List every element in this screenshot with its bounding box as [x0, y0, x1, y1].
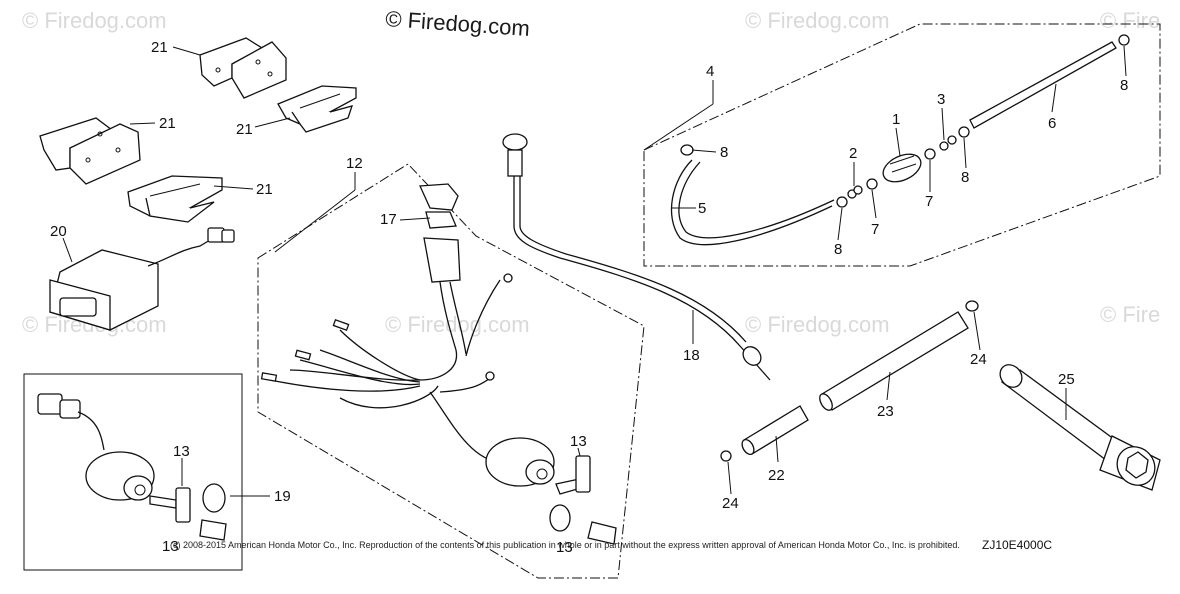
callout-13: 13: [556, 539, 573, 556]
socket-wrench-25: [999, 364, 1161, 491]
watermark: © Fire: [1100, 8, 1160, 33]
callout-20: 20: [50, 223, 67, 240]
callout-25: 25: [1058, 371, 1075, 388]
callout-13: 13: [162, 538, 179, 555]
cable-18: [502, 133, 771, 381]
callout-8: 8: [720, 144, 728, 161]
clip-8: [1118, 34, 1130, 46]
callout-21: 21: [159, 115, 176, 132]
fuel-line-group-boundary: [643, 23, 1161, 267]
clip-8: [958, 126, 970, 138]
watermark: © Firedog.com: [745, 312, 890, 337]
callout-5: 5: [698, 200, 706, 217]
clip-8: [836, 196, 848, 208]
callout-13: 13: [173, 443, 190, 460]
callout-6: 6: [1048, 115, 1056, 132]
callout-24: 24: [722, 495, 739, 512]
hose-23: [819, 311, 969, 411]
callout-23: 23: [877, 403, 894, 420]
fuel-hose-5: [670, 159, 833, 246]
copyright-notice: (c) 2008-2015 American Honda Motor Co., …: [170, 540, 960, 550]
callout-2: 2: [849, 145, 857, 162]
callout-21: 21: [236, 121, 253, 138]
callout-22: 22: [768, 467, 785, 484]
callout-19: 19: [274, 488, 291, 505]
wire-harness-12: [260, 273, 513, 463]
callout-7: 7: [871, 221, 879, 238]
clip-8: [680, 144, 694, 156]
joint-7: [924, 148, 936, 160]
callout-4: 4: [706, 63, 714, 80]
fuse-holder-17: [419, 183, 461, 283]
leader-lines: [62, 45, 1127, 497]
module-20: [49, 227, 235, 331]
diagram-code: ZJ10E4000C: [982, 538, 1052, 552]
callout-12: 12: [346, 155, 363, 172]
callout-21: 21: [256, 181, 273, 198]
watermark: © Fire: [1100, 302, 1160, 327]
ignition-switch-19: [37, 393, 227, 541]
callout-24: 24: [970, 351, 987, 368]
bracket-21-a: [199, 37, 287, 99]
bracket-21-d: [127, 175, 223, 223]
callout-8: 8: [961, 169, 969, 186]
callout-1: 1: [892, 111, 900, 128]
washer-3: [939, 141, 949, 151]
callout-7: 7: [925, 193, 933, 210]
bracket-21-b: [277, 85, 357, 133]
watermark: © Firedog.com: [22, 8, 167, 33]
callout-8: 8: [1120, 77, 1128, 94]
ignition-switch-12: [485, 437, 617, 545]
watermark: © Firedog.com: [745, 8, 890, 33]
callouts: 21 21 21 21 20 12 17 18 4 8 5 8 2 7 1 7 …: [50, 39, 1128, 556]
switch-group-19-box: [23, 373, 243, 571]
watermark-main: © Firedog.com: [385, 6, 531, 41]
callout-18: 18: [683, 347, 700, 364]
bracket-21-c: [39, 117, 141, 185]
callout-17: 17: [380, 211, 397, 228]
joint-7: [866, 178, 878, 190]
clamp-24: [965, 300, 979, 312]
primer-bulb-1: [882, 153, 922, 183]
clamp-24: [720, 450, 732, 462]
harness-group-boundary: [257, 163, 645, 579]
callout-8: 8: [834, 241, 842, 258]
callout-13: 13: [570, 433, 587, 450]
callout-21: 21: [151, 39, 168, 56]
fuel-tube-6: [969, 41, 1117, 129]
callout-3: 3: [937, 91, 945, 108]
hose-22: [741, 405, 809, 456]
